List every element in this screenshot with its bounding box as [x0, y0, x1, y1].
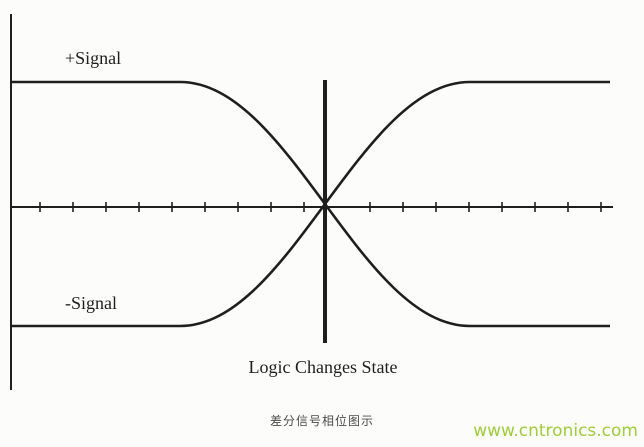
plus-signal-label: +Signal — [65, 48, 121, 68]
plus-signal-curve — [11, 80, 610, 328]
minus-signal-curve — [11, 80, 610, 328]
minus-signal-label: -Signal — [65, 293, 117, 313]
figure-caption: 差分信号相位图示 — [269, 414, 374, 428]
differential-signal-diagram: +Signal -Signal Logic Changes State — [10, 14, 613, 390]
axis-ticks — [39, 202, 602, 212]
signal-plot: +Signal -Signal Logic Changes State — [10, 14, 613, 390]
logic-changes-label: Logic Changes State — [249, 357, 398, 377]
watermark-text: www.cntronics.com — [473, 421, 638, 441]
